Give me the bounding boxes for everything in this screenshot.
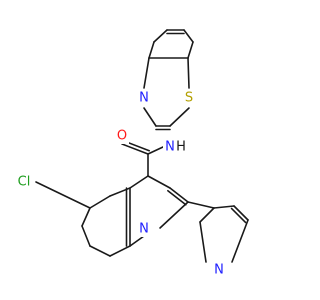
bond-20 <box>109 245 131 257</box>
cl-label-bg <box>13 174 35 190</box>
bond-layer <box>35 29 249 263</box>
bond-2 <box>183 29 194 43</box>
n-thiazole-label-bg <box>137 90 151 106</box>
bond-7 <box>187 57 190 89</box>
n-pyridine-label-bg <box>212 262 226 278</box>
bond-9 <box>169 107 190 127</box>
bond-27 <box>35 181 91 209</box>
bond-21 <box>129 235 145 247</box>
double-bond-3 <box>167 189 187 206</box>
s-thiazole-label-bg <box>182 90 196 106</box>
atom-label-s-thiazole: S <box>185 91 193 106</box>
atom-label-n-quinoline: N <box>139 222 149 237</box>
atom-label-h: H <box>176 140 186 155</box>
bond-14 <box>129 175 149 189</box>
bond-24 <box>169 187 189 203</box>
bond-19 <box>89 245 111 257</box>
atom-label-n-pyridine: N <box>214 263 224 278</box>
atom-label-nh: N <box>165 140 175 155</box>
atom-label-n-thiazole: N <box>139 91 149 106</box>
bond-4 <box>187 41 194 59</box>
atom-label-cl: Cl <box>18 175 31 190</box>
bond-28 <box>213 205 235 209</box>
bond-31 <box>199 207 215 223</box>
n-quinoline-label-bg <box>137 221 151 237</box>
bond-29 <box>233 205 249 221</box>
bond-16 <box>89 195 111 209</box>
double-bond-5 <box>230 207 247 224</box>
bond-26 <box>187 201 215 209</box>
bond-32 <box>199 221 207 263</box>
bond-30 <box>231 219 249 263</box>
o-carbonyl-label-bg <box>115 128 129 144</box>
bond-25 <box>159 201 189 229</box>
bond-11 <box>147 146 164 155</box>
bond-23 <box>147 175 171 189</box>
bond-3 <box>148 41 155 59</box>
bond-18 <box>81 225 91 247</box>
atom-label-o-carbonyl: O <box>117 129 127 144</box>
molecule-structure-diagram: Cl N N O N H N S <box>13 29 249 278</box>
molecule-canvas: Cl N N O N H N S <box>13 29 249 278</box>
bond-8 <box>143 107 157 127</box>
nh-label-bg <box>163 139 177 155</box>
bond-6 <box>143 57 150 89</box>
bond-0 <box>153 29 168 43</box>
atom-label-layer: Cl N N O N H N S <box>13 90 226 278</box>
bond-17 <box>81 207 91 227</box>
bond-12 <box>121 143 149 155</box>
